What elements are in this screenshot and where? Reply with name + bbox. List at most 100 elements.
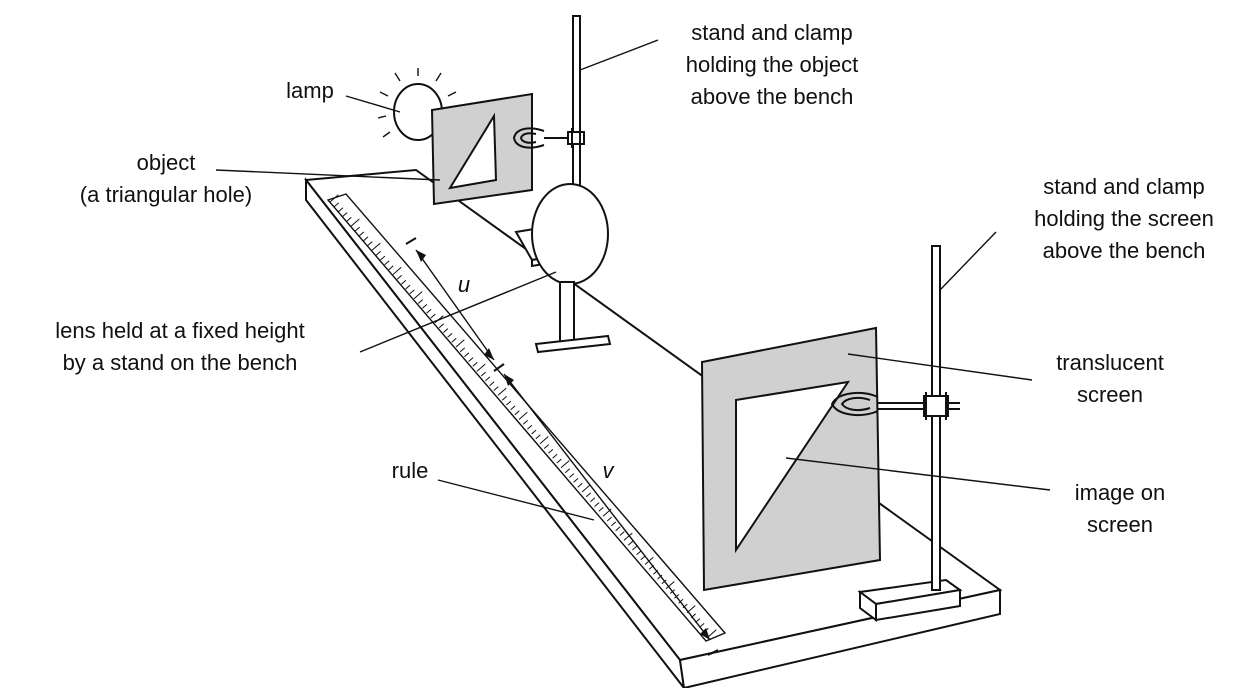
- rule-tick: [476, 363, 486, 372]
- rule-tick: [506, 400, 512, 406]
- rule-tick: [485, 376, 491, 382]
- image-on-screen-line-1: image on: [1075, 480, 1166, 505]
- rule-tick: [384, 260, 390, 266]
- object-plate: [430, 92, 533, 206]
- lens-line-2: by a stand on the bench: [63, 350, 298, 375]
- lens-assembly: [514, 183, 612, 354]
- rule-tick: [447, 333, 453, 338]
- stand-object-line-2: holding the object: [686, 52, 858, 77]
- rule-tick: [468, 357, 474, 362]
- rule-tick: [606, 516, 613, 522]
- rule-tick: [455, 339, 465, 348]
- rule-tick: [665, 581, 675, 590]
- rule-tick: [590, 497, 596, 503]
- lens-line-1: lens held at a fixed height: [55, 318, 305, 343]
- stand-screen-line-1: stand and clamp: [1043, 174, 1204, 199]
- rule-tick: [367, 241, 373, 246]
- stand-object-line-3: above the bench: [691, 84, 854, 109]
- stand-screen-line-3: above the bench: [1043, 238, 1206, 263]
- label-v: v: [603, 458, 616, 483]
- rule-tick: [585, 492, 592, 498]
- rule-tick: [527, 424, 533, 430]
- rule-tick: [556, 458, 562, 464]
- label-translucent-screen: translucent screen: [1056, 350, 1164, 407]
- label-stand-object: stand and clamp holding the object above…: [686, 20, 858, 109]
- rule-tick: [354, 226, 361, 232]
- rule-tick: [569, 473, 575, 478]
- label-u: u: [458, 272, 470, 297]
- rule-tick: [573, 478, 579, 483]
- rule-tick: [472, 362, 478, 367]
- translucent-screen-line-2: screen: [1077, 382, 1143, 407]
- label-image-on-screen: image on screen: [1075, 480, 1166, 537]
- rule-tick: [615, 526, 621, 532]
- object-stand: [512, 15, 585, 193]
- rule-tick: [489, 381, 495, 387]
- rule-tick: [338, 207, 344, 213]
- rule-tick: [510, 405, 516, 411]
- rule-tick: [443, 328, 449, 333]
- label-lens: lens held at a fixed height by a stand o…: [55, 318, 305, 375]
- rule-tick: [333, 202, 340, 208]
- rule-tick: [564, 468, 571, 474]
- rule-tick: [632, 545, 638, 551]
- rule-tick: [350, 218, 360, 227]
- rule-tick: [392, 266, 402, 275]
- label-rule: rule: [392, 458, 429, 483]
- rule-tick: [619, 531, 625, 536]
- rule-tick: [396, 275, 403, 280]
- rule-tick: [371, 242, 381, 251]
- rule-tick: [464, 352, 470, 358]
- rule-tick: [380, 255, 386, 261]
- leader-lines: [215, 39, 1051, 521]
- rule-tick: [560, 460, 570, 469]
- rule-tick: [388, 265, 394, 271]
- rule-tick: [522, 420, 529, 425]
- rule-tick: [401, 279, 407, 285]
- rule-tick: [409, 289, 415, 295]
- label-stand-screen: stand and clamp holding the screen above…: [1034, 174, 1214, 263]
- stand-object-line-1: stand and clamp: [691, 20, 852, 45]
- dimension-arrows: [405, 237, 719, 656]
- rule-tick: [539, 436, 549, 445]
- screen-stand: [830, 245, 960, 591]
- rule-tick: [627, 540, 634, 546]
- rule-tick: [363, 236, 369, 242]
- label-object: object (a triangular hole): [80, 150, 252, 207]
- rule-tick: [359, 231, 365, 237]
- stand-screen-line-2: holding the screen: [1034, 206, 1214, 231]
- rule-tick: [543, 444, 550, 449]
- rule-tick: [661, 579, 667, 585]
- rule-tick: [417, 299, 424, 304]
- rule-tick: [518, 411, 528, 420]
- rule-tick: [426, 308, 432, 314]
- rule-tick: [623, 532, 633, 541]
- label-lamp: lamp: [286, 78, 334, 103]
- rule-tick: [611, 521, 617, 527]
- rule-tick: [707, 629, 717, 638]
- rule-tick: [552, 453, 558, 459]
- rule-tick: [678, 598, 684, 604]
- rule-tick: [598, 507, 604, 512]
- rule-tick: [636, 550, 642, 556]
- rule-tick: [493, 386, 499, 391]
- rule-tick: [422, 304, 428, 309]
- rule-tick: [375, 250, 382, 256]
- rule-tick: [531, 429, 537, 435]
- rule-tick: [594, 502, 600, 507]
- object-line-1: object: [137, 150, 196, 175]
- rule-tick: [430, 313, 436, 319]
- rule-tick: [535, 434, 541, 440]
- rule-tick: [413, 291, 423, 300]
- rule-tick: [480, 371, 487, 377]
- rule-tick: [497, 387, 507, 396]
- rule-tick: [451, 337, 457, 343]
- rule-tick: [682, 603, 688, 609]
- rule-tick: [342, 212, 348, 217]
- rule-tick: [329, 194, 339, 203]
- rule-tick: [514, 410, 520, 416]
- rule-tick: [577, 482, 583, 488]
- rule-tick: [459, 347, 466, 353]
- rule-tick: [581, 484, 591, 493]
